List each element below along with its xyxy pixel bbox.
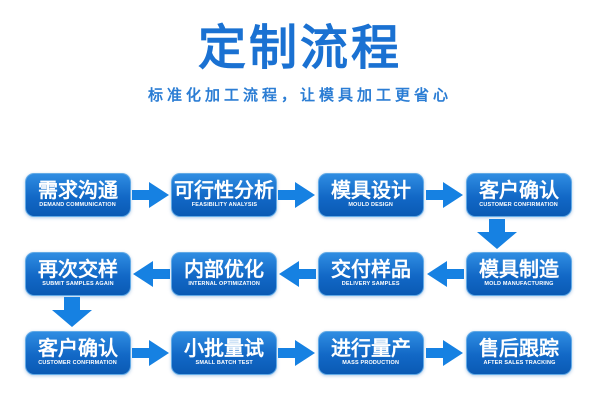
step-label-en: MOULD DESIGN — [348, 200, 394, 207]
step-label-zh: 进行量产 — [331, 337, 411, 360]
step-label-en: MASS PRODUCTION — [342, 358, 400, 365]
step-label-en: DELIVERY SAMPLES — [342, 279, 400, 286]
step-label-en: INTERNAL OPTIMIZATION — [188, 279, 260, 286]
arrow-right-icon — [132, 182, 169, 208]
step-label-en: AFTER SALES TRACKING — [482, 358, 556, 365]
page-title: 定制流程 — [197, 22, 402, 75]
arrow-left-icon — [427, 261, 464, 287]
step-label-en: SUBMIT SAMPLES AGAIN — [42, 279, 114, 286]
step-label-zh: 需求沟通 — [38, 179, 118, 202]
arrow-right-icon — [278, 340, 315, 366]
step-label-zh: 售后跟踪 — [479, 337, 559, 360]
step-label-zh: 内部优化 — [184, 258, 264, 281]
step-label-en: DEMAND COMMUNICATION — [39, 200, 117, 207]
arrow-left-icon — [133, 261, 170, 287]
step-label-zh: 小批量试 — [184, 337, 264, 360]
step-label-zh: 交付样品 — [331, 258, 411, 281]
step-label-zh: 模具制造 — [479, 258, 559, 281]
step-label-zh: 客户确认 — [38, 337, 118, 360]
step-label-zh: 再次交样 — [38, 258, 118, 281]
step-box-demand-communication: 需求沟通 DEMAND COMMUNICATION — [25, 173, 131, 217]
step-label-en: MOLD MANUFACTURING — [484, 279, 554, 286]
step-box-delivery-samples: 交付样品 DELIVERY SAMPLES — [318, 252, 424, 296]
step-box-internal-optimization: 内部优化 INTERNAL OPTIMIZATION — [171, 252, 277, 296]
step-label-en: FEASIBILITY ANALYSIS — [191, 200, 257, 207]
step-box-customer-confirmation-1: 客户确认 CUSTOMER CONFIRMATION — [466, 173, 572, 217]
page-subtitle: 标准化加工流程，让模具加工更省心 — [147, 87, 452, 104]
step-label-en: CUSTOMER CONFIRMATION — [479, 200, 559, 207]
arrow-left-icon — [279, 261, 316, 287]
step-box-mold-manufacturing: 模具制造 MOLD MANUFACTURING — [466, 252, 572, 296]
arrow-right-icon — [132, 340, 169, 366]
arrow-down-icon — [52, 297, 92, 327]
step-box-feasibility-analysis: 可行性分析 FEASIBILITY ANALYSIS — [171, 173, 277, 217]
step-label-zh: 客户确认 — [479, 179, 559, 202]
step-label-zh: 可行性分析 — [174, 179, 274, 202]
step-label-zh: 模具设计 — [331, 179, 411, 202]
step-box-mould-design: 模具设计 MOULD DESIGN — [318, 173, 424, 217]
arrow-right-icon — [426, 340, 463, 366]
step-label-en: CUSTOMER CONFIRMATION — [38, 358, 118, 365]
arrow-right-icon — [278, 182, 315, 208]
step-box-customer-confirmation-2: 客户确认 CUSTOMER CONFIRMATION — [25, 331, 131, 375]
step-box-mass-production: 进行量产 MASS PRODUCTION — [318, 331, 424, 375]
step-box-submit-samples-again: 再次交样 SUBMIT SAMPLES AGAIN — [25, 252, 131, 296]
arrow-right-icon — [426, 182, 463, 208]
arrow-down-icon — [477, 219, 517, 249]
step-label-en: SMALL BATCH TEST — [195, 358, 253, 365]
step-box-after-sales-tracking: 售后跟踪 AFTER SALES TRACKING — [466, 331, 572, 375]
step-box-small-batch-test: 小批量试 SMALL BATCH TEST — [171, 331, 277, 375]
